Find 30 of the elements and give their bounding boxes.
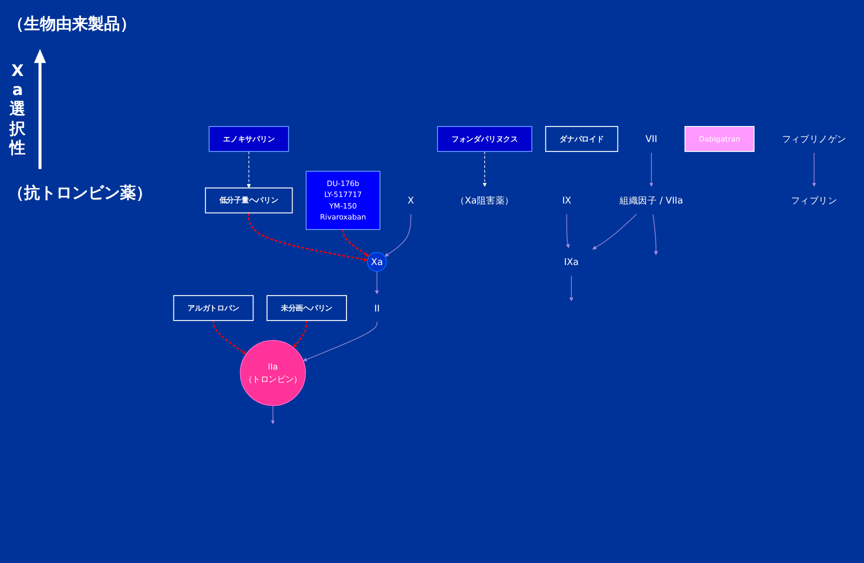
axis-label: Xa選択性 <box>8 61 27 157</box>
arrow <box>384 214 412 257</box>
arrow <box>566 214 570 248</box>
arrow <box>212 320 246 354</box>
arrow <box>482 151 487 187</box>
node-text: VII <box>645 133 658 145</box>
arrow <box>248 212 368 262</box>
arrow <box>293 320 308 348</box>
node-circle: Xa <box>367 252 387 272</box>
node-text: IX <box>562 194 572 206</box>
arrow <box>342 230 370 257</box>
node-circle: IIa （トロンビン） <box>240 340 306 406</box>
arrow <box>374 270 379 294</box>
arrow <box>649 152 654 187</box>
node-text: フィブリノゲン <box>782 133 846 145</box>
arrow <box>246 151 251 188</box>
node-text: フィブリン <box>791 194 838 206</box>
arrow <box>652 214 658 256</box>
node-text: （Xa阻害薬） <box>456 194 514 206</box>
arrow <box>592 214 637 250</box>
arrow <box>812 152 816 187</box>
node-text: 組織因子 / VIIa <box>620 194 684 206</box>
arrow <box>569 275 574 302</box>
group-heading: （抗トロンビン薬） <box>8 183 153 204</box>
arrow <box>302 322 378 362</box>
node-text: II <box>374 302 380 314</box>
node-text: X <box>408 194 414 206</box>
arrow <box>270 405 275 424</box>
node-text: IXa <box>564 256 579 268</box>
group-heading: （生物由来製品） <box>8 14 137 35</box>
